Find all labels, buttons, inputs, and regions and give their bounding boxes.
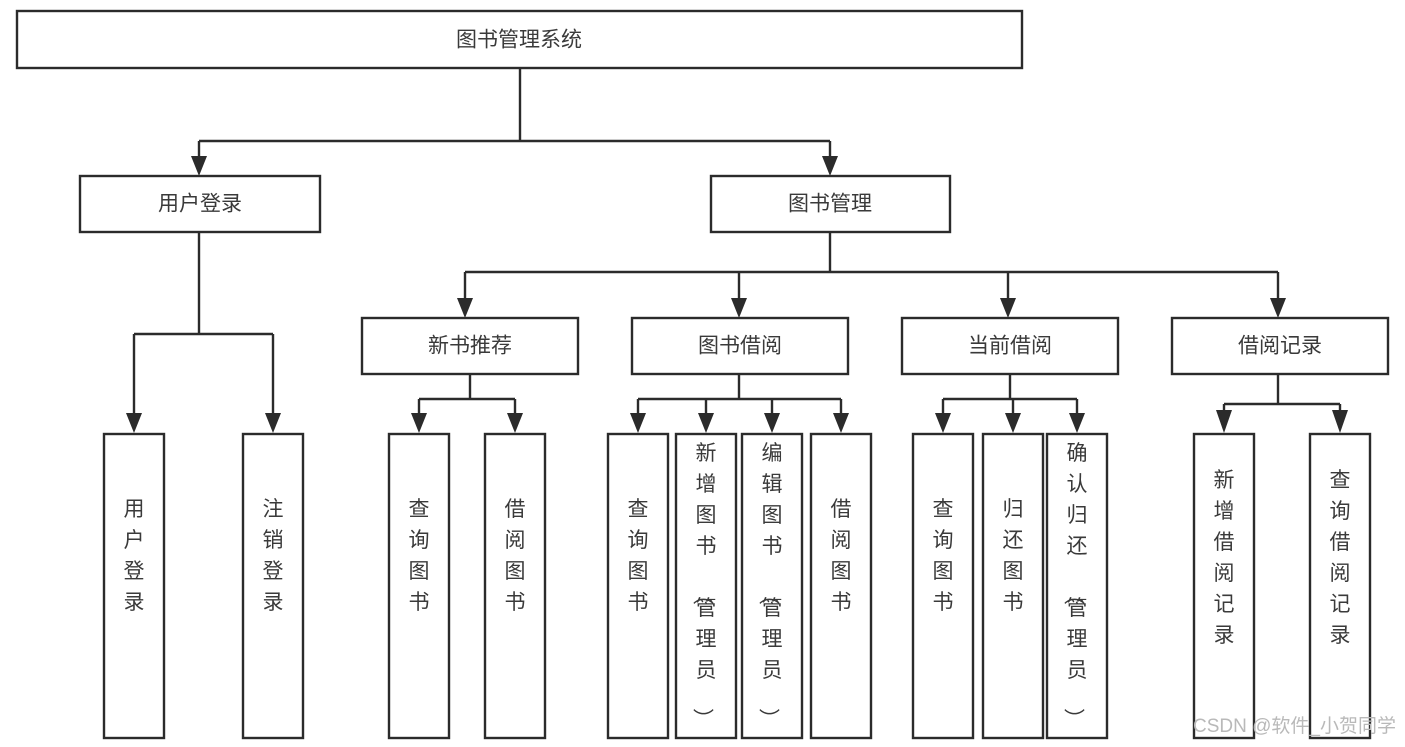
node-leaf-borrow-2-box[interactable] bbox=[674, 432, 738, 740]
arrowhead-records bbox=[1270, 298, 1286, 318]
arrowhead-leaf-current-2 bbox=[1005, 413, 1021, 433]
node-leaf-records-1-label: 新增借阅记录 bbox=[1214, 469, 1235, 647]
arrowhead-leaf-borrow-2 bbox=[698, 413, 714, 433]
node-leaf-borrow-3-box[interactable] bbox=[740, 432, 804, 740]
node-records-label: 借阅记录 bbox=[1238, 335, 1322, 358]
node-leaf-login-1[interactable]: 用户登录 bbox=[102, 432, 166, 740]
node-leaf-login-2[interactable]: 注销登录 bbox=[241, 432, 305, 740]
node-leaf-login-1-box[interactable] bbox=[102, 432, 166, 740]
node-leaf-current-2[interactable]: 归还图书 bbox=[981, 432, 1045, 740]
node-leaf-login-2-label: 注销登录 bbox=[263, 498, 284, 614]
node-leaf-newbook-1[interactable]: 查询图书 bbox=[387, 432, 451, 740]
node-borrow[interactable]: 图书借阅 bbox=[630, 316, 850, 376]
arrowhead-leaf-records-1 bbox=[1216, 410, 1232, 433]
node-leaf-current-1-label: 查询图书 bbox=[933, 498, 954, 614]
node-current[interactable]: 当前借阅 bbox=[900, 316, 1120, 376]
node-leaf-newbook-1-box[interactable] bbox=[387, 432, 451, 740]
node-leaf-current-3-box[interactable] bbox=[1045, 432, 1109, 740]
node-root-box[interactable] bbox=[15, 9, 1024, 70]
node-borrow-label: 图书借阅 bbox=[698, 335, 782, 358]
node-leaf-borrow-4-label: 借阅图书 bbox=[831, 498, 852, 614]
arrowhead-leaf-records-2 bbox=[1332, 410, 1348, 433]
node-leaf-records-2-label: 查询借阅记录 bbox=[1330, 469, 1351, 647]
node-bookmgmt-box[interactable] bbox=[709, 174, 952, 234]
arrowhead-newbook bbox=[457, 298, 473, 318]
connector-group-root bbox=[191, 68, 838, 176]
node-leaf-login-2-box[interactable] bbox=[241, 432, 305, 740]
arrowhead-leaf-current-1 bbox=[935, 413, 951, 433]
node-bookmgmt-label: 图书管理 bbox=[788, 193, 872, 216]
node-leaf-borrow-1-label: 查询图书 bbox=[628, 498, 649, 614]
arrowhead-leaf-login-1 bbox=[126, 413, 142, 433]
node-leaf-newbook-2-label: 借阅图书 bbox=[505, 498, 526, 614]
node-login[interactable]: 用户登录 bbox=[78, 174, 322, 234]
node-leaf-current-3[interactable]: 确认归还（管理员） bbox=[1045, 432, 1109, 740]
arrowhead-leaf-current-3 bbox=[1069, 413, 1085, 433]
arrowhead-leaf-newbook-1 bbox=[411, 413, 427, 433]
node-root-label: 图书管理系统 bbox=[456, 29, 582, 52]
node-leaf-current-1[interactable]: 查询图书 bbox=[911, 432, 975, 740]
arrowhead-leaf-borrow-4 bbox=[833, 413, 849, 433]
node-bookmgmt[interactable]: 图书管理 bbox=[709, 174, 952, 234]
arrowhead-current bbox=[1000, 298, 1016, 318]
arrowhead-bookmgmt bbox=[822, 156, 838, 176]
arrowhead-leaf-newbook-2 bbox=[507, 413, 523, 433]
node-leaf-newbook-2-box[interactable] bbox=[483, 432, 547, 740]
connector-group-borrow bbox=[630, 374, 849, 433]
node-borrow-box[interactable] bbox=[630, 316, 850, 376]
node-leaf-newbook-2[interactable]: 借阅图书 bbox=[483, 432, 547, 740]
node-leaf-records-2-box[interactable] bbox=[1308, 432, 1372, 740]
node-leaf-borrow-3[interactable]: 编辑图书（管理员） bbox=[740, 432, 804, 740]
node-leaf-borrow-4-box[interactable] bbox=[809, 432, 873, 740]
node-root[interactable]: 图书管理系统 bbox=[15, 9, 1024, 70]
connector-group-records bbox=[1216, 374, 1348, 433]
node-current-label: 当前借阅 bbox=[968, 335, 1052, 358]
watermark-label: CSDN @软件_小贺同学 bbox=[1193, 715, 1396, 737]
node-leaf-current-3-label: 确认归还（管理员） bbox=[1062, 442, 1088, 729]
node-leaf-current-2-box[interactable] bbox=[981, 432, 1045, 740]
arrowhead-leaf-borrow-1 bbox=[630, 413, 646, 433]
node-leaf-records-1-box[interactable] bbox=[1192, 432, 1256, 740]
node-leaf-current-1-box[interactable] bbox=[911, 432, 975, 740]
arrowhead-login bbox=[191, 156, 207, 176]
node-leaf-records-1[interactable]: 新增借阅记录 bbox=[1192, 432, 1256, 740]
node-newbook-label: 新书推荐 bbox=[428, 335, 512, 358]
node-current-box[interactable] bbox=[900, 316, 1120, 376]
node-leaf-current-2-label: 归还图书 bbox=[1003, 498, 1024, 614]
connector-group-newbook bbox=[411, 374, 523, 433]
connector-group-login bbox=[126, 232, 281, 433]
node-leaf-login-1-label: 用户登录 bbox=[124, 498, 145, 614]
node-leaf-borrow-3-label: 编辑图书（管理员） bbox=[757, 442, 783, 729]
connector-group-current bbox=[935, 374, 1085, 433]
node-records[interactable]: 借阅记录 bbox=[1170, 316, 1390, 376]
connector-group-bookmgmt bbox=[457, 232, 1286, 318]
arrowhead-borrow bbox=[731, 298, 747, 318]
node-newbook-box[interactable] bbox=[360, 316, 580, 376]
node-leaf-borrow-4[interactable]: 借阅图书 bbox=[809, 432, 873, 740]
node-records-box[interactable] bbox=[1170, 316, 1390, 376]
node-newbook[interactable]: 新书推荐 bbox=[360, 316, 580, 376]
arrowhead-leaf-login-2 bbox=[265, 413, 281, 433]
node-login-box[interactable] bbox=[78, 174, 322, 234]
node-leaf-borrow-2[interactable]: 新增图书（管理员） bbox=[674, 432, 738, 740]
arrowhead-leaf-borrow-3 bbox=[764, 413, 780, 433]
node-leaf-records-2[interactable]: 查询借阅记录 bbox=[1308, 432, 1372, 740]
node-leaf-borrow-1-box[interactable] bbox=[606, 432, 670, 740]
node-login-label: 用户登录 bbox=[158, 193, 242, 216]
node-leaf-newbook-1-label: 查询图书 bbox=[409, 498, 430, 614]
node-leaf-borrow-1[interactable]: 查询图书 bbox=[606, 432, 670, 740]
node-leaf-borrow-2-label: 新增图书（管理员） bbox=[691, 442, 717, 729]
